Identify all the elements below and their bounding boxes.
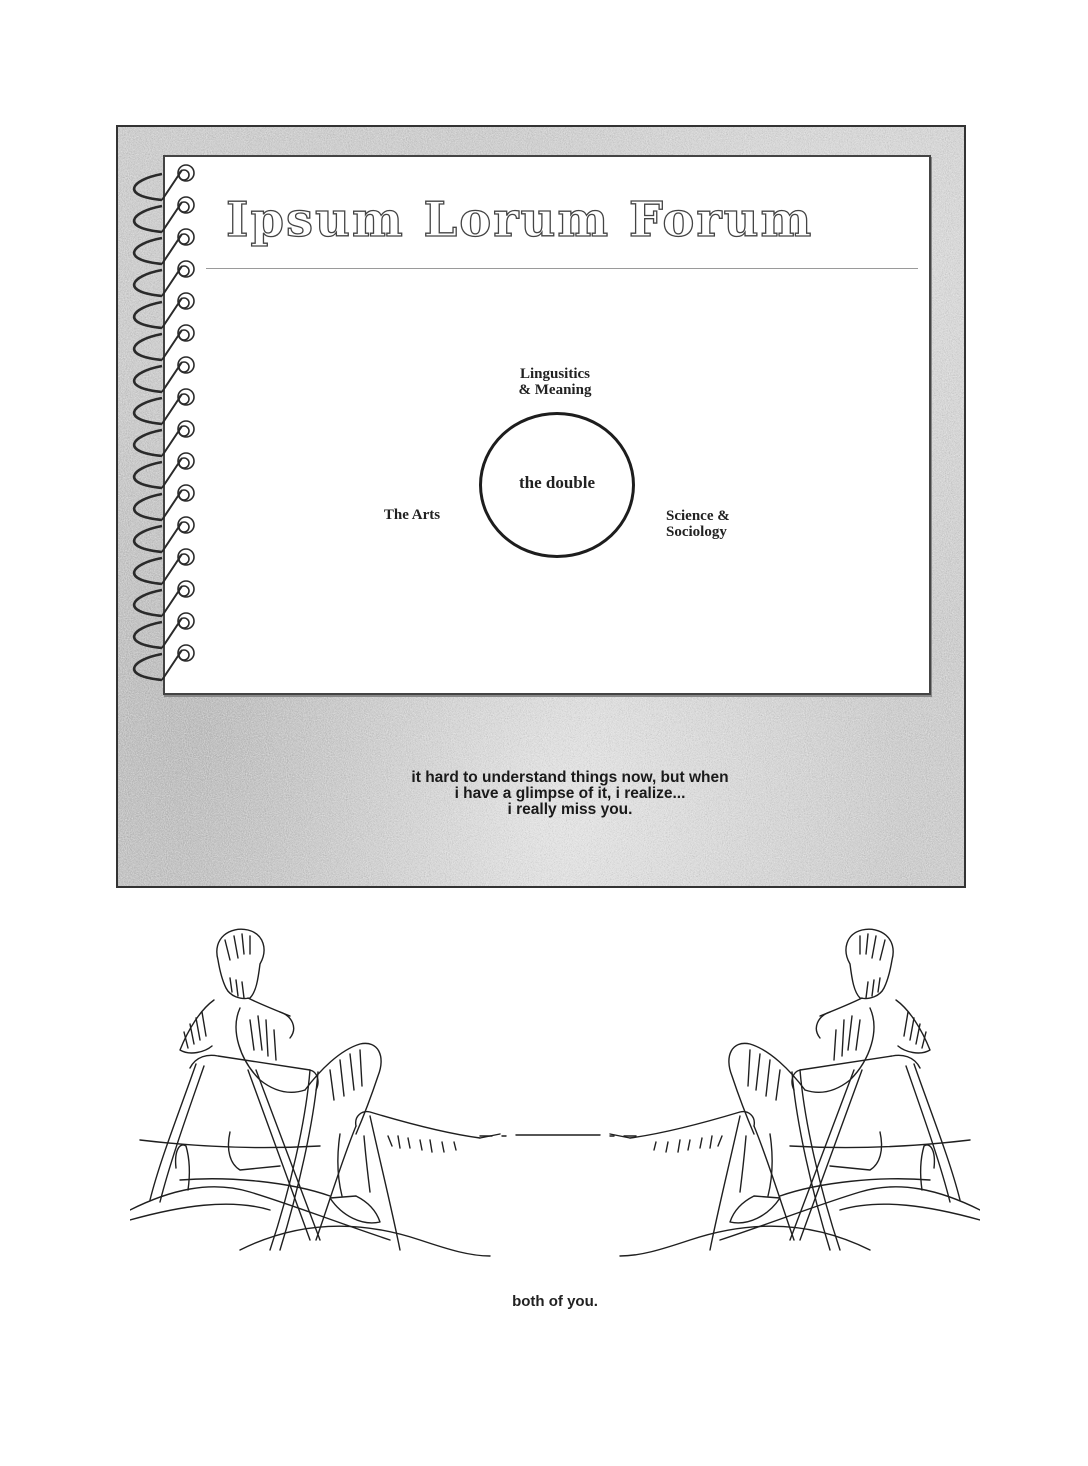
caption-line: it hard to understand things now, but wh… (411, 769, 729, 786)
caption-line: i really miss you. (507, 801, 633, 818)
caption-line: i have a glimpse of it, i realize... (454, 785, 686, 802)
diagram-node-right: Science & Sociology (666, 508, 746, 540)
node-line: Lingusitics (519, 366, 591, 382)
diagram-node-left: The Arts (372, 507, 452, 523)
node-line: Sociology (666, 524, 727, 540)
diagram-node-top: Lingusitics & Meaning (500, 366, 610, 398)
node-line: & Meaning (518, 382, 592, 398)
node-line: The Arts (383, 507, 441, 523)
page-title: Ipsum Lorum Forum (225, 191, 814, 248)
figure-left (130, 928, 501, 1257)
seated-figures-illustration (130, 928, 980, 1257)
title-divider (206, 268, 918, 269)
closing-text: both of you. (512, 1293, 598, 1310)
diagram-center-label: the double (518, 473, 596, 492)
node-line: Science & (666, 508, 730, 524)
caption-text: it hard to understand things now, but wh… (340, 770, 800, 818)
center-circle (479, 412, 635, 558)
